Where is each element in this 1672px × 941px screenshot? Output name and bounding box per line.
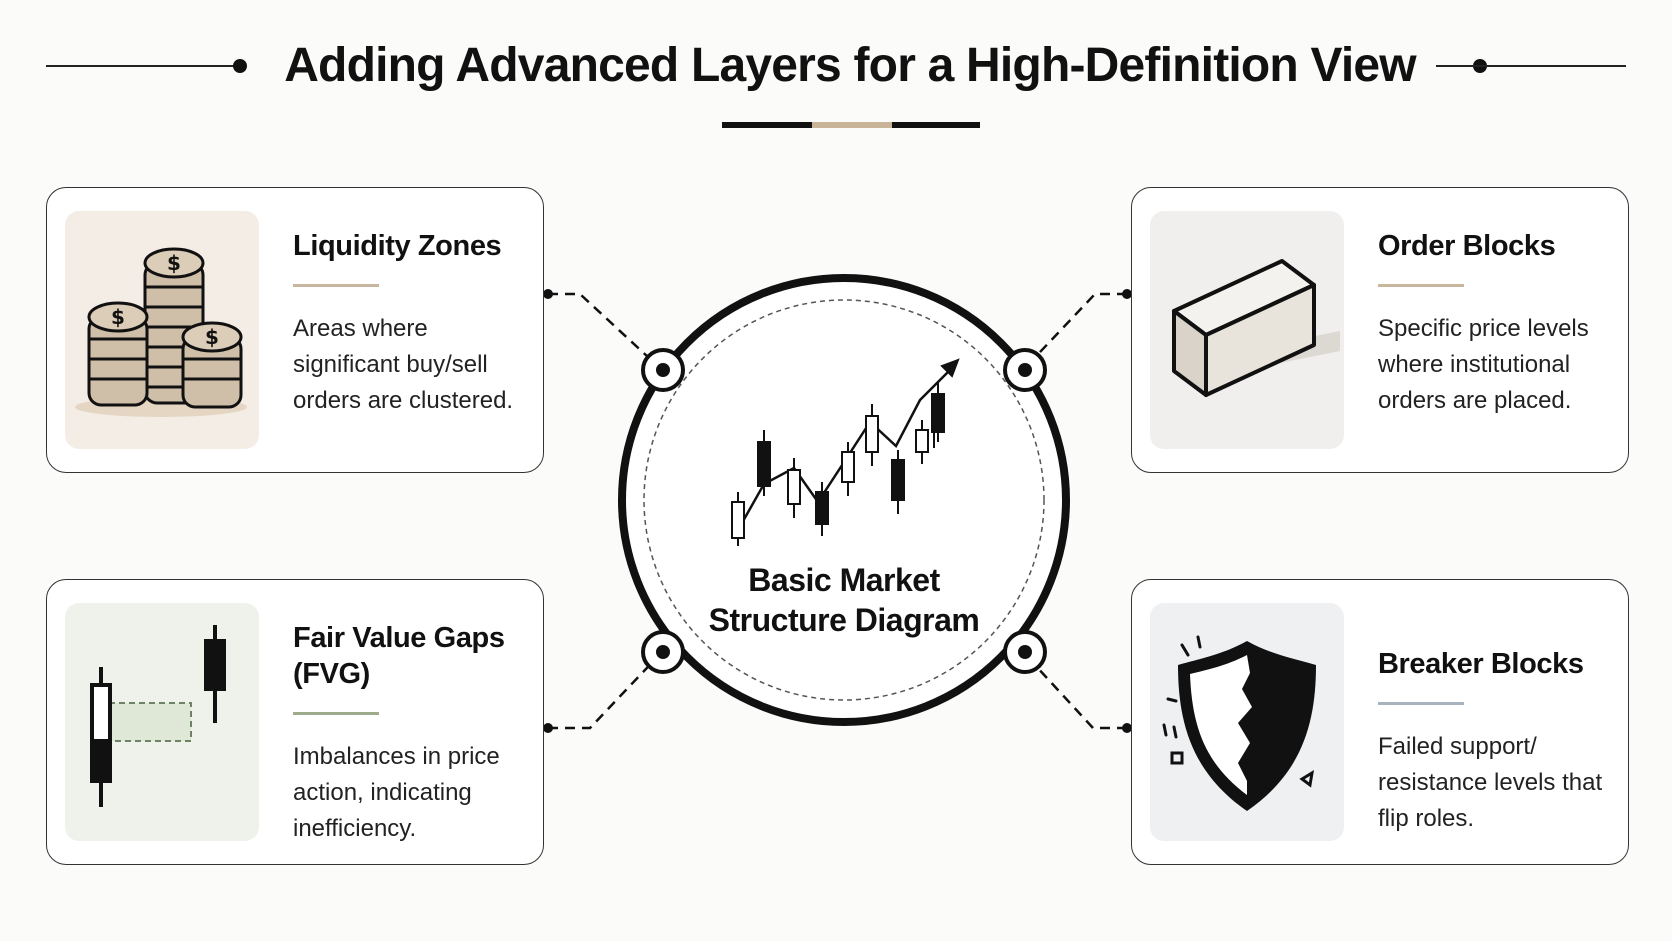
card-title-line2: (FVG) xyxy=(293,658,370,690)
title-underline-middle xyxy=(812,122,892,128)
card-breaker-blocks-body: Breaker Blocks Failed support/ resistanc… xyxy=(1378,620,1618,837)
center-diagram xyxy=(618,274,1070,726)
card-liquidity-zones: $ $ $ Liquidity Zones Areas where signific… xyxy=(46,187,544,473)
accent-bar xyxy=(1378,284,1464,287)
card-liquidity-zones-body: Liquidity Zones Areas where significant … xyxy=(293,228,533,419)
connector-fair-value-gaps xyxy=(548,651,663,730)
svg-text:$: $ xyxy=(111,305,125,329)
ring-nodes xyxy=(641,348,1047,674)
card-fair-value-gaps-body: Fair Value Gaps (FVG) Imbalances in pric… xyxy=(293,620,533,847)
card-title-line1: Fair Value Gaps xyxy=(293,622,505,654)
accent-bar xyxy=(293,712,379,715)
center-label: Basic Market Structure Diagram xyxy=(644,560,1044,640)
outer-ring xyxy=(618,274,1070,726)
connector-end-dot xyxy=(543,723,553,733)
title-underline-left xyxy=(722,122,812,128)
order-blocks-illustration xyxy=(1150,211,1344,449)
card-title: Order Blocks xyxy=(1378,230,1556,262)
card-order-blocks-body: Order Blocks Specific price levels where… xyxy=(1378,228,1618,419)
connector-end-dot xyxy=(1122,723,1132,733)
card-description: Failed support/ resistance levels that f… xyxy=(1378,733,1603,832)
card-description: Specific price levels where institutiona… xyxy=(1378,315,1589,414)
connector-end-dot xyxy=(1122,289,1132,299)
card-title: Fair Value Gaps (FVG) xyxy=(293,620,533,692)
card-order-blocks: Order Blocks Specific price levels where… xyxy=(1131,187,1629,473)
connector-end-dot xyxy=(543,289,553,299)
card-title: Breaker Blocks xyxy=(1378,648,1584,680)
card-description: Areas where significant buy/sell orders … xyxy=(293,315,514,414)
svg-text:$: $ xyxy=(167,251,181,275)
broken-shield-icon xyxy=(1162,635,1316,811)
card-description: Imbalances in price action, indicating i… xyxy=(293,743,500,842)
accent-bar xyxy=(1378,702,1464,705)
center-label-line2: Structure Diagram xyxy=(708,602,980,638)
breaker-blocks-illustration xyxy=(1150,603,1344,841)
connector-breaker-blocks xyxy=(1022,651,1127,730)
candle-gap-icon xyxy=(90,625,226,807)
page-title: Adding Advanced Layers for a High-Defini… xyxy=(284,39,1416,92)
inner-dashed-ring xyxy=(643,299,1045,701)
accent-bar xyxy=(293,284,379,287)
liquidity-zones-illustration: $ $ $ xyxy=(65,211,259,449)
card-breaker-blocks: Breaker Blocks Failed support/ resistanc… xyxy=(1131,579,1629,865)
fair-value-gaps-illustration xyxy=(65,603,259,841)
title-rule-right xyxy=(1436,65,1626,67)
candlestick-chart-uptrend-icon xyxy=(731,358,960,546)
card-fair-value-gaps: Fair Value Gaps (FVG) Imbalances in pric… xyxy=(46,579,544,865)
title-rule-left xyxy=(46,65,236,67)
title-dot-left xyxy=(233,59,247,73)
svg-text:$: $ xyxy=(205,325,219,349)
coin-stacks-icon: $ $ $ xyxy=(75,247,247,417)
title-row: Adding Advanced Layers for a High-Defini… xyxy=(0,30,1672,100)
block-cube-icon xyxy=(1172,259,1340,397)
title-underline-right xyxy=(892,122,980,128)
connector-liquidity-zones xyxy=(548,292,663,371)
card-title: Liquidity Zones xyxy=(293,230,502,262)
center-label-line1: Basic Market xyxy=(748,562,940,598)
